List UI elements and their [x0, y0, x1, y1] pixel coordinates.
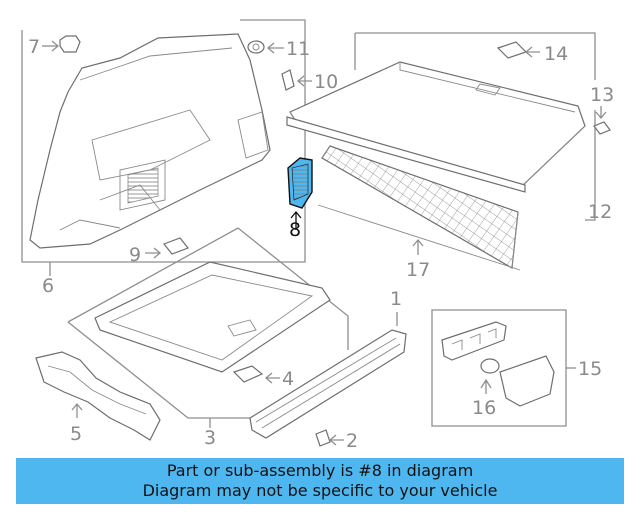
callout-10: 10 [314, 71, 338, 93]
banner-line-2: Diagram may not be specific to your vehi… [142, 481, 498, 500]
callout-3: 3 [204, 427, 216, 449]
clip-part-9: 9 [129, 237, 189, 266]
quarter-trim-group [21, 19, 306, 276]
callout-12: 12 [588, 201, 612, 223]
lamp-group-15: 15 16 [431, 309, 602, 427]
callout-17: 17 [406, 259, 430, 281]
callout-4: 4 [282, 368, 294, 390]
vent-part-8: 8 [287, 157, 313, 241]
callout-14: 14 [544, 43, 568, 65]
cap-part-4: 4 [232, 365, 294, 390]
callout-7: 7 [28, 36, 40, 58]
callout-16: 16 [472, 397, 496, 419]
callout-1: 1 [390, 288, 402, 310]
clip-part-2: 2 [315, 429, 358, 452]
clip-part-7: 7 [28, 35, 81, 58]
bracket-part-10: 10 [281, 69, 338, 93]
bracket-part-5: 5 [35, 351, 161, 445]
callout-5: 5 [70, 423, 82, 445]
callout-2: 2 [346, 430, 358, 452]
callout-9: 9 [129, 244, 141, 266]
info-banner: Part or sub-assembly is #8 in diagram Di… [16, 458, 624, 504]
callout-8: 8 [289, 219, 301, 241]
cap-part-14: 14 [496, 41, 568, 65]
clip-part-13: 13 [590, 84, 614, 135]
callout-11: 11 [286, 38, 310, 60]
sill-plate-part-1: 1 [249, 288, 407, 439]
cargo-cover-group: 12 [286, 32, 612, 223]
callout-6: 6 [42, 275, 54, 297]
callout-15: 15 [578, 358, 602, 380]
grommet-part-11: 11 [247, 38, 310, 60]
banner-line-1: Part or sub-assembly is #8 in diagram [166, 461, 474, 480]
cargo-net-part-17: 17 [317, 145, 521, 281]
callout-13: 13 [590, 84, 614, 106]
